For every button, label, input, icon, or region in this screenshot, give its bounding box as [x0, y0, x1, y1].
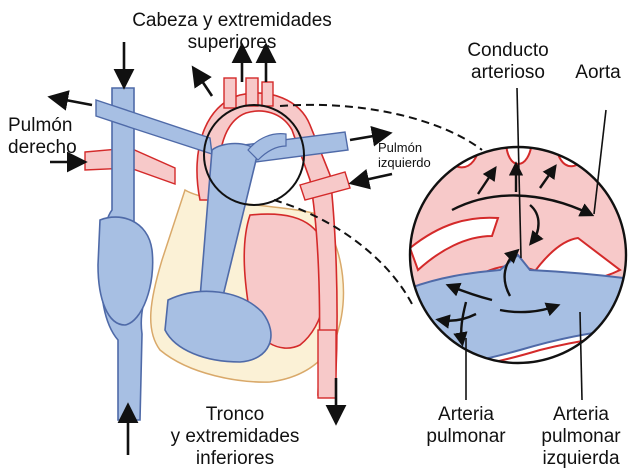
label-trunk: Tronco y extremidades inferiores: [150, 404, 320, 470]
right-atrium: [98, 217, 153, 325]
label-head-line2: superiores: [112, 32, 352, 54]
label-pulmonary-artery-line2: pulmonar: [420, 426, 512, 448]
subclavian-vessel: [262, 82, 273, 106]
label-left-pulmonary-artery: Arteria pulmonar izquierda: [534, 404, 628, 470]
label-head-line1: Cabeza y extremidades: [112, 10, 352, 32]
heart-illustration: [50, 42, 392, 455]
label-ductus-line2: arterioso: [448, 62, 568, 84]
label-left-lung-line2: izquierdo: [378, 155, 431, 170]
label-right-lung-line2: derecho: [8, 137, 77, 159]
descending-aorta: [318, 330, 336, 398]
label-trunk-line3: inferiores: [150, 448, 320, 470]
label-pulmonary-artery: Arteria pulmonar: [420, 404, 512, 448]
brachiocephalic-vessel: [224, 78, 236, 108]
label-right-lung-line1: Pulmón: [8, 115, 77, 137]
carotid-vessel: [246, 78, 258, 106]
arrow-right-lung-out: [55, 98, 92, 105]
magnified-view: [400, 130, 630, 372]
label-ductus-line1: Conducto: [448, 40, 568, 62]
label-right-lung: Pulmón derecho: [8, 115, 77, 159]
label-left-pulmonary-artery-line3: izquierda: [534, 448, 628, 470]
arrow-left-lung-in: [356, 174, 392, 182]
label-aorta-text: Aorta: [568, 62, 628, 84]
label-ductus: Conducto arterioso: [448, 40, 568, 84]
label-trunk-line1: Tronco: [150, 404, 320, 426]
arrow-head-1: [196, 72, 212, 96]
label-head: Cabeza y extremidades superiores: [112, 10, 352, 54]
label-left-pulmonary-artery-line1: Arteria: [534, 404, 628, 426]
label-left-pulmonary-artery-line2: pulmonar: [534, 426, 628, 448]
label-pulmonary-artery-line1: Arteria: [420, 404, 512, 426]
label-left-lung-line1: Pulmón: [378, 140, 431, 155]
label-trunk-line2: y extremidades: [150, 426, 320, 448]
label-aorta: Aorta: [568, 62, 628, 84]
label-left-lung: Pulmón izquierdo: [378, 140, 431, 170]
